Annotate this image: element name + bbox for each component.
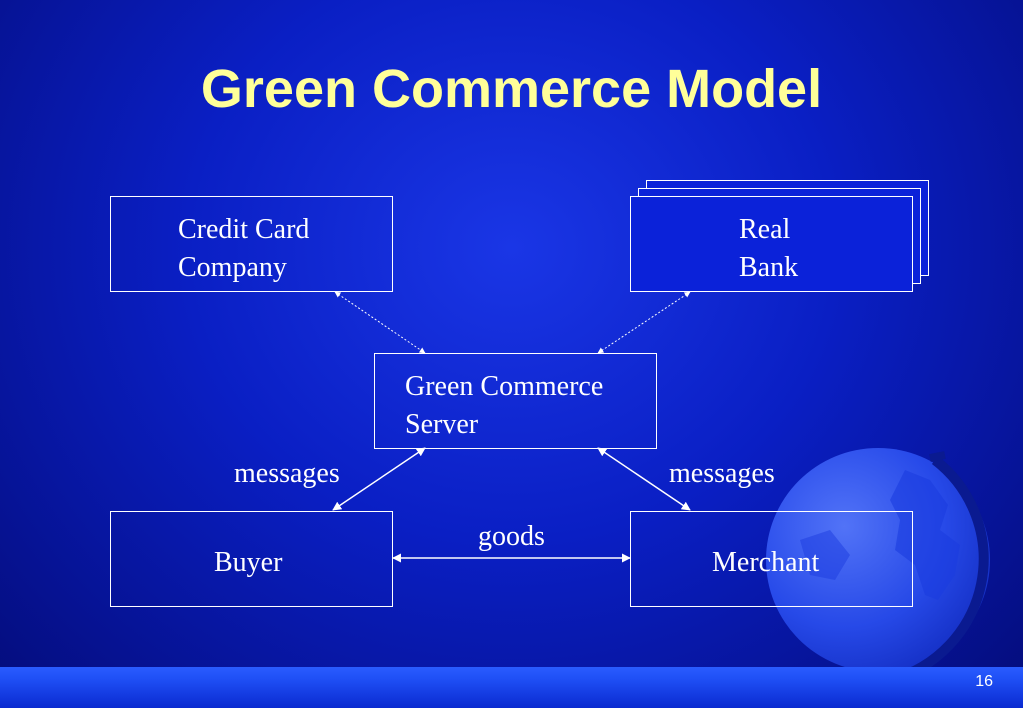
- node-real-bank: Real Bank: [630, 196, 913, 292]
- node-label-line2: Server: [405, 409, 479, 440]
- footer-band: [0, 667, 1023, 708]
- node-label-line1: Real: [739, 214, 791, 245]
- node-buyer: Buyer: [110, 511, 393, 607]
- page-number: 16: [975, 673, 993, 690]
- edge-merchant-server: [597, 447, 691, 511]
- edge-label-buyer-messages: messages: [234, 458, 340, 489]
- node-merchant: Merchant: [630, 511, 913, 607]
- edge-bank-server: [597, 291, 691, 354]
- node-label-line1: Green Commerce: [405, 371, 604, 402]
- node-label: Merchant: [712, 547, 820, 578]
- node-green-commerce-server: Green Commerce Server: [374, 353, 657, 449]
- edge-label-goods: goods: [478, 521, 545, 552]
- edge-label-merchant-messages: messages: [669, 458, 775, 489]
- edge-creditcard-server: [334, 291, 426, 354]
- edge-buyer-server: [332, 447, 426, 511]
- node-credit-card-company: Credit Card Company: [110, 196, 393, 292]
- node-label-line2: Company: [178, 252, 287, 283]
- node-label-line2: Bank: [739, 252, 799, 283]
- node-label: Buyer: [214, 547, 283, 578]
- slide-title: Green Commerce Model: [200, 59, 823, 119]
- node-label-line1: Credit Card: [178, 214, 310, 245]
